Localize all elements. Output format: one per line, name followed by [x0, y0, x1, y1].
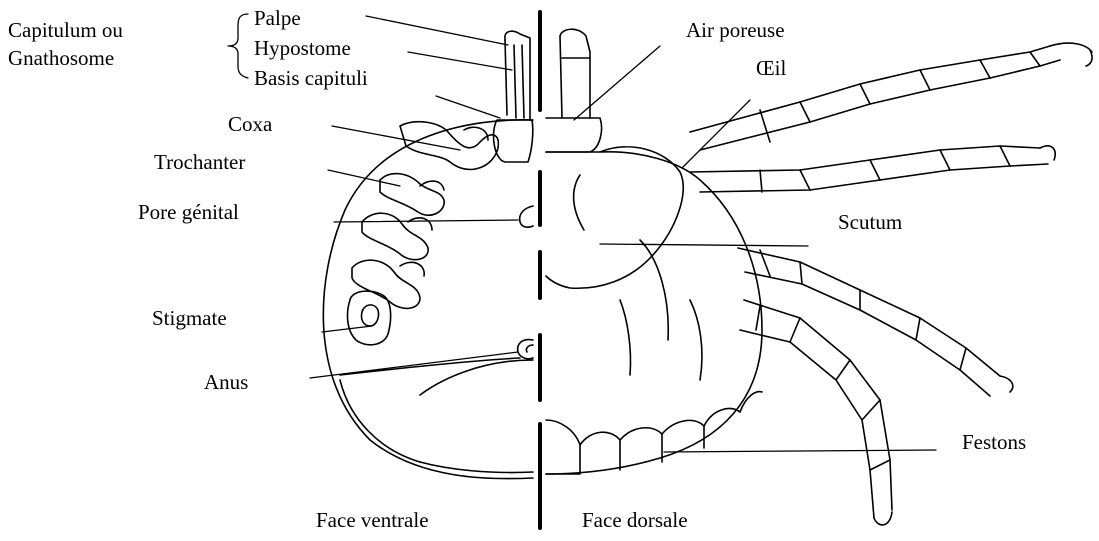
dorsal-capitulum	[546, 29, 602, 152]
label-pore-genital: Pore génital	[138, 202, 239, 223]
label-capitulum-line1: Capitulum ou	[8, 20, 123, 41]
leader-trochanter	[328, 170, 400, 186]
leader-palpe	[366, 16, 508, 45]
leader-hypostome	[408, 52, 512, 70]
anus-mark	[518, 340, 533, 359]
label-stigmate: Stigmate	[152, 308, 227, 329]
label-hypostome: Hypostome	[254, 38, 351, 59]
label-oeil: Œil	[756, 58, 786, 79]
label-anus: Anus	[204, 372, 248, 393]
label-palpe: Palpe	[254, 8, 301, 29]
dorsal-festoons	[546, 392, 762, 474]
leader-scutum	[600, 244, 808, 246]
dorsal-legs	[690, 43, 1092, 525]
label-trochanter: Trochanter	[154, 152, 245, 173]
leader-stigmate	[322, 326, 372, 332]
label-capitulum-line2: Gnathosome	[8, 48, 114, 69]
capitulum-brace	[228, 14, 248, 78]
ventral-coxae	[352, 122, 498, 309]
leader-festons	[664, 450, 936, 452]
ventral-capitulum	[494, 31, 533, 162]
label-basis-capituli: Basis capituli	[254, 68, 368, 89]
genital-pore	[520, 206, 533, 227]
ventral-festoon-arcs	[340, 380, 533, 473]
stigmate-plate	[348, 291, 391, 345]
leader-coxa	[332, 126, 460, 150]
label-festons: Festons	[962, 432, 1026, 453]
label-coxa: Coxa	[228, 114, 272, 135]
leader-basis	[436, 96, 500, 118]
dorsal-body	[546, 147, 762, 474]
leader-air	[574, 46, 660, 120]
label-face-dorsale: Face dorsale	[582, 510, 688, 531]
label-air-poreuse: Air poreuse	[686, 20, 785, 41]
label-scutum: Scutum	[838, 212, 902, 233]
ventral-body	[323, 120, 533, 479]
leader-oeil	[682, 100, 750, 168]
label-face-ventrale: Face ventrale	[316, 510, 429, 531]
leader-lines	[310, 16, 936, 452]
